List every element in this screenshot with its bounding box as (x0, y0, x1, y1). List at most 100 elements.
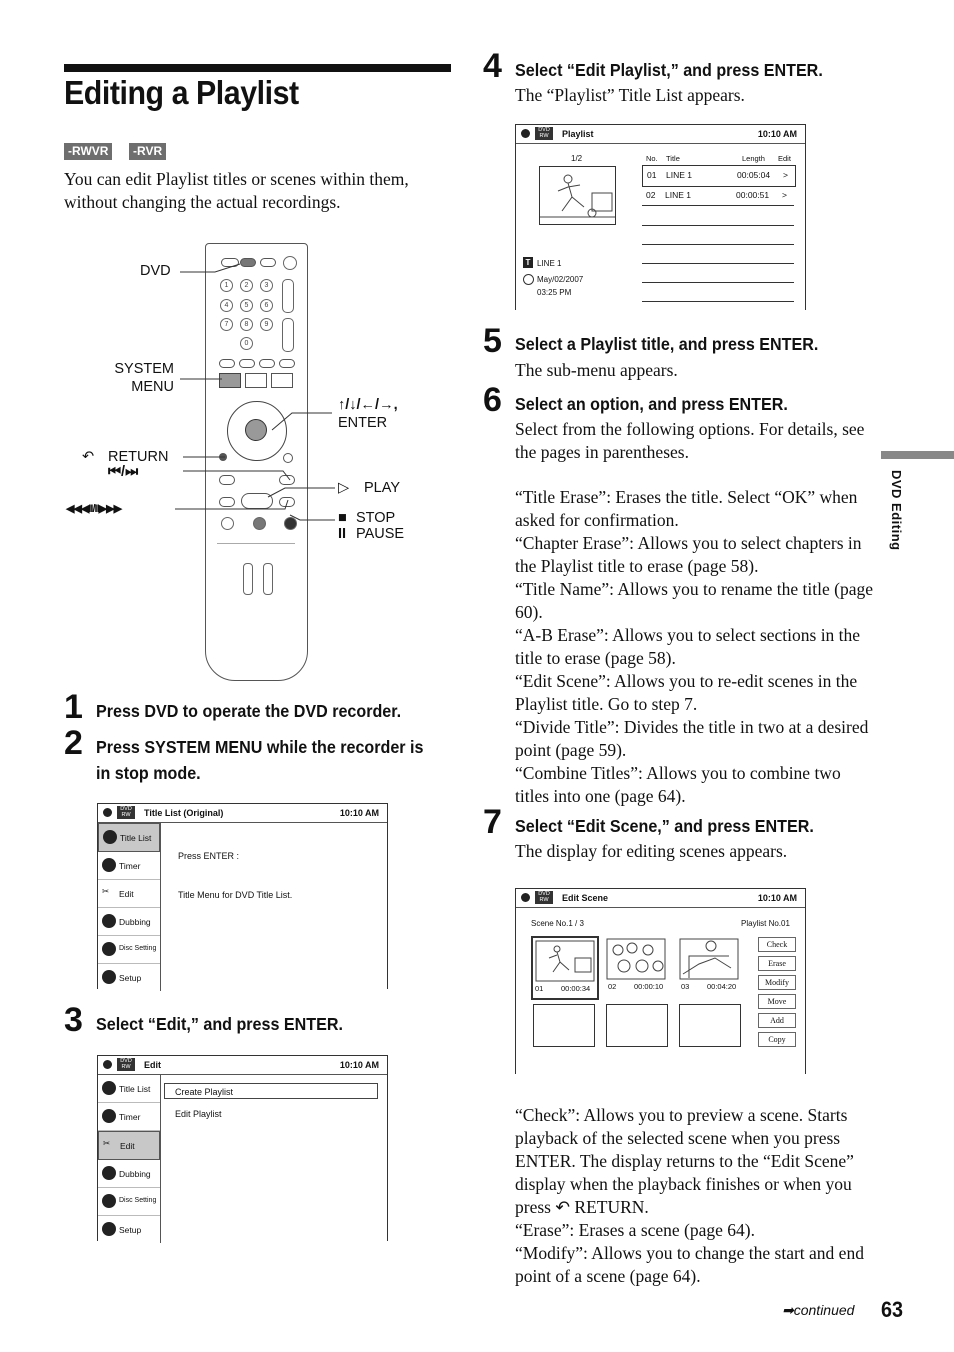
return-icon: ↶ (555, 1197, 571, 1217)
step-4-body: The “Playlist” Title List appears. (515, 85, 745, 105)
screen-edit-scene: DVD RW Edit Scene 10:10 AM Scene No.1 / … (515, 888, 806, 1074)
empty-row (642, 301, 794, 302)
screen-hint: Press ENTER : (178, 851, 240, 861)
step-6-body: Select from the following options. For d… (515, 419, 865, 462)
step-2-number: 2 (64, 724, 83, 762)
menu-disc-setting[interactable]: Disc Setting (98, 936, 160, 964)
timer-icon (102, 858, 116, 872)
step-2-heading-cont: in stop mode. (96, 763, 201, 783)
option-ab-erase: “A-B Erase”: Allows you to select sectio… (515, 625, 861, 668)
remote-illustration: 1 2 3 4 5 6 7 8 9 0 (205, 243, 308, 683)
menu-title-list[interactable]: Title List (98, 823, 160, 852)
playlist-number: Playlist No.01 (741, 919, 790, 928)
menu-disc-setting[interactable]: Disc Setting (98, 1188, 160, 1216)
label-enter: ENTER (338, 415, 388, 431)
goalkeeper-icon (679, 938, 739, 980)
copy-button[interactable]: Copy (758, 1032, 796, 1047)
label-play: PLAY (364, 480, 401, 496)
option-edit-scene: “Edit Scene”: Allows you to re-edit scen… (515, 671, 858, 714)
selected-title-name: LINE 1 (537, 259, 562, 268)
erase-button[interactable]: Erase (758, 956, 796, 971)
remote-callouts (175, 263, 335, 521)
step-4-number: 4 (483, 47, 502, 85)
screen-title: Playlist (562, 129, 594, 139)
step-6-heading: Select an option, and press ENTER. (515, 394, 788, 414)
step-3-heading: Select “Edit,” and press ENTER. (96, 1014, 343, 1034)
selected-title-time: 03:25 PM (537, 288, 572, 297)
option-list: “Title Erase”: Erases the title. Select … (515, 486, 873, 808)
scene-thumb-2[interactable]: 02 00:00:10 (606, 938, 666, 994)
screen-time: 10:10 AM (757, 129, 797, 139)
playlist-thumbnail (539, 166, 616, 225)
option-edit-playlist[interactable]: Edit Playlist (175, 1109, 222, 1119)
format-badge-rwvr: -RWVR (64, 143, 113, 160)
step-1-number: 1 (64, 688, 83, 726)
label-system-menu-2: MENU (131, 379, 174, 395)
screen-title-list: DVD RW Title List (Original) 10:10 AM Ti… (97, 803, 388, 991)
step-7-number: 7 (483, 803, 502, 841)
menu-timer[interactable]: Timer (98, 1103, 160, 1131)
disc-icon (103, 1060, 112, 1069)
menu-setup[interactable]: Setup (98, 964, 160, 991)
page-number: 63 (881, 1297, 904, 1322)
playlist-row-01[interactable]: 01 LINE 1 00:05:04 > (642, 165, 796, 187)
side-tab-bar (881, 451, 954, 459)
scene-slot-empty (606, 1004, 668, 1047)
empty-row (642, 282, 794, 283)
page-indicator: 1/2 (571, 154, 583, 163)
step-5-body: The sub-menu appears. (515, 360, 678, 380)
step-7-body: The display for editing scenes appears. (515, 841, 788, 861)
menu-dubbing[interactable]: Dubbing (98, 1160, 160, 1188)
dvd-rw-icon: DVD RW (535, 127, 553, 140)
disc-setting-icon (102, 942, 116, 956)
menu-edit[interactable]: ✂Edit (98, 880, 160, 908)
step-3-number: 3 (64, 1001, 83, 1039)
move-button[interactable]: Move (758, 994, 796, 1009)
scene-thumb-3[interactable]: 03 00:04:20 (679, 938, 739, 994)
disc-icon (103, 808, 112, 817)
option-create-playlist[interactable]: Create Playlist (164, 1083, 378, 1099)
label-pause: PAUSE (356, 526, 405, 542)
scene-slot-empty (679, 1004, 741, 1047)
option-title-name: “Title Name”: Allows you to rename the t… (515, 579, 874, 622)
clock-icon (523, 274, 534, 285)
option-combine-titles: “Combine Titles”: Allows you to combine … (515, 763, 841, 806)
return-icon: ↶ (82, 449, 95, 465)
col-edit: Edit (778, 154, 791, 163)
menu-dubbing[interactable]: Dubbing (98, 908, 160, 936)
col-length: Length (742, 154, 765, 163)
menu-timer[interactable]: Timer (98, 852, 160, 880)
modify-description: “Modify”: Allows you to change the start… (515, 1243, 864, 1286)
empty-row (642, 263, 794, 264)
label-system-menu-1: SYSTEM (114, 361, 174, 377)
pause-icon: II (338, 526, 347, 542)
step-6-number: 6 (483, 381, 502, 419)
label-return: RETURN (108, 449, 169, 465)
menu-title-list[interactable]: Title List (98, 1075, 160, 1103)
option-chapter-erase: “Chapter Erase”: Allows you to select ch… (515, 533, 862, 576)
step-1-heading: Press DVD to operate the DVD recorder. (96, 701, 402, 721)
check-button[interactable]: Check (758, 937, 796, 952)
dvd-rw-icon: DVD RW (117, 1058, 135, 1071)
intro-text: You can edit Playlist titles or scenes w… (64, 169, 409, 212)
playlist-row-02[interactable]: 02 LINE 1 00:00:51 > (642, 187, 794, 206)
empty-row (642, 225, 794, 226)
disc-icon (521, 129, 530, 138)
col-no: No. (646, 154, 658, 163)
menu-setup[interactable]: Setup (98, 1216, 160, 1243)
arrow-right-icon: ➡ (782, 1302, 794, 1318)
crowd-icon (606, 938, 666, 980)
scissors-icon: ✂ (103, 1138, 111, 1148)
modify-button[interactable]: Modify (758, 975, 796, 990)
step-7-heading: Select “Edit Scene,” and press ENTER. (515, 816, 814, 836)
title-list-icon (102, 1081, 116, 1095)
label-arrows: ↑/↓/←/→, (338, 397, 398, 413)
add-button[interactable]: Add (758, 1013, 796, 1028)
empty-row (642, 244, 794, 245)
timer-icon (102, 1109, 116, 1123)
scene-thumb-1[interactable]: 01 00:00:34 (531, 936, 599, 1000)
erase-description: “Erase”: Erases a scene (page 64). (515, 1220, 756, 1240)
menu-edit[interactable]: ✂Edit (98, 1131, 160, 1160)
dvd-rw-icon: DVD RW (535, 891, 553, 904)
screen-playlist: DVD RW Playlist 10:10 AM 1/2 No. Title L… (515, 124, 806, 310)
